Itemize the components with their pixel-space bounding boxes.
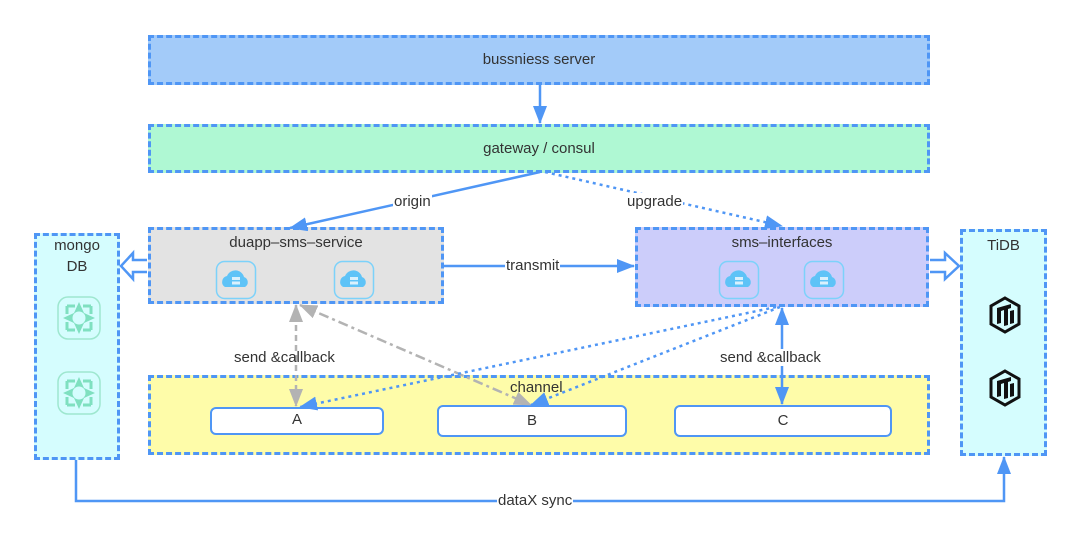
- cloud-server-icon: [718, 260, 760, 300]
- hollow-arrow-to-mongodb: [119, 249, 147, 283]
- sms-service-node[interactable]: duapp–sms–service: [148, 227, 444, 304]
- tidb-icon: [989, 369, 1021, 407]
- sms-service-label: duapp–sms–service: [229, 234, 363, 251]
- sms-interfaces-node[interactable]: sms–interfaces: [635, 227, 929, 307]
- channel-label: channel: [510, 379, 563, 396]
- mongodb-icon: [57, 371, 101, 415]
- business-server-node[interactable]: bussniess server: [148, 35, 930, 85]
- mongodb-icon: [57, 296, 101, 340]
- tidb-icon: [989, 296, 1021, 334]
- mongodb-label-line1: mongo: [54, 237, 100, 254]
- edge-interfaces-b: [530, 305, 781, 407]
- channel-item-b[interactable]: B: [437, 405, 627, 437]
- cloud-server-icon: [803, 260, 845, 300]
- mongodb-label-line2: DB: [66, 258, 88, 275]
- channel-item-c-label: C: [777, 412, 789, 429]
- channel-item-a[interactable]: A: [210, 407, 384, 435]
- gateway-label: gateway / consul: [483, 140, 595, 157]
- channel-item-a-label: A: [291, 411, 302, 428]
- business-server-label: bussniess server: [482, 51, 596, 68]
- hollow-arrow-to-tidb: [930, 250, 961, 282]
- edge-label-datax-sync: dataX sync: [497, 492, 574, 509]
- edge-label-transmit: transmit: [505, 257, 561, 274]
- sms-interfaces-label: sms–interfaces: [731, 234, 833, 251]
- channel-item-c[interactable]: C: [674, 405, 892, 437]
- cloud-server-icon: [215, 260, 257, 300]
- tidb-node[interactable]: TiDB: [960, 229, 1047, 456]
- cloud-server-icon: [333, 260, 375, 300]
- edge-label-origin: origin: [393, 193, 432, 210]
- edge-label-upgrade: upgrade: [626, 193, 684, 210]
- edge-label-send-callback-right: send &callback: [719, 349, 822, 366]
- edge-label-send-callback-left: send &callback: [234, 349, 335, 366]
- mongodb-node[interactable]: mongo DB: [34, 233, 120, 460]
- tidb-label: TiDB: [987, 237, 1020, 254]
- channel-item-b-label: B: [526, 412, 537, 429]
